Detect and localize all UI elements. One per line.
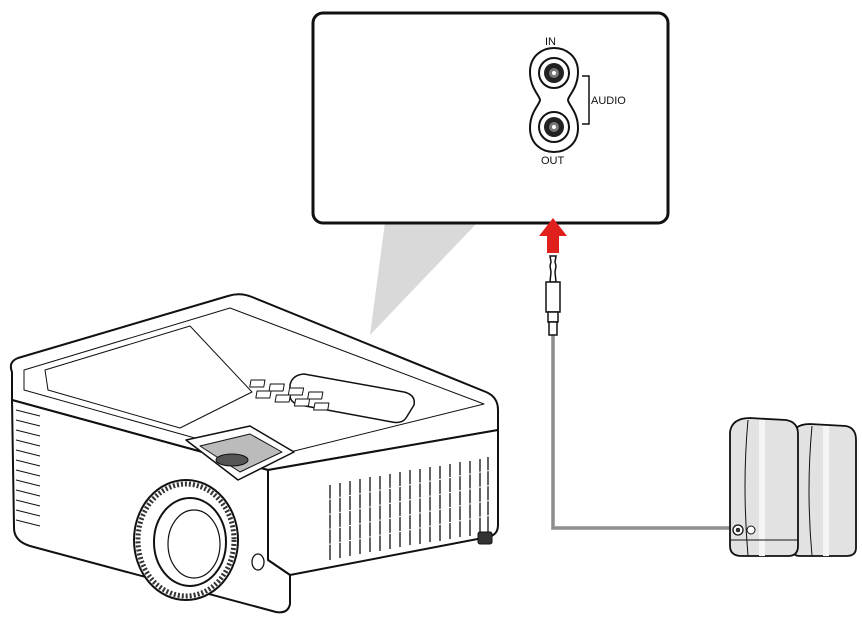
- audio-jack-plug-icon: [545, 255, 561, 336]
- audio-bracket: [582, 75, 590, 125]
- callout-wedge: [370, 222, 478, 335]
- audio-in-jack-icon: [538, 57, 570, 89]
- in-label: IN: [545, 36, 556, 48]
- projector-icon: [9, 293, 499, 614]
- speakers-icon: [729, 417, 857, 557]
- rear-panel-callout: IN AUDIO OUT: [311, 11, 670, 225]
- audio-label: AUDIO: [591, 95, 626, 107]
- out-label: OUT: [541, 155, 565, 167]
- audio-cable: [551, 335, 736, 530]
- arrow-up-icon: [539, 218, 567, 253]
- audio-out-jack-icon: [538, 111, 570, 143]
